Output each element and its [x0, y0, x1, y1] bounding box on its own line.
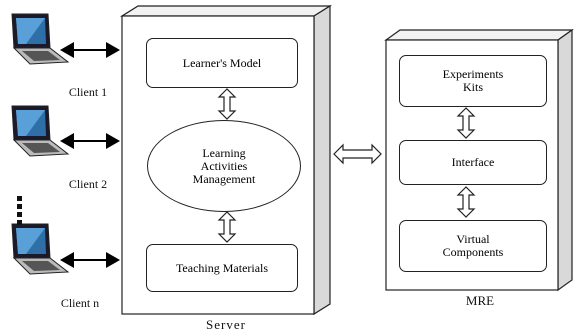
learning-activities-label: Learning Activities Management [192, 145, 256, 186]
laptop-icon [11, 105, 70, 157]
double-arrow-vertical [456, 107, 476, 139]
double-arrow-vertical [217, 88, 237, 120]
learning-activities-ellipse: Learning Activities Management [147, 120, 301, 212]
learners-model-box: Learner's Model [146, 38, 298, 88]
virtual-components-label: Virtual Components [442, 232, 504, 259]
teaching-materials-box: Teaching Materials [146, 244, 298, 292]
ellipsis-dots [17, 196, 22, 225]
experiments-kits-label: Experiments Kits [442, 67, 504, 94]
client-label: Client 1 [68, 85, 108, 99]
double-arrow-vertical [217, 211, 237, 243]
learners-model-label: Learner's Model [182, 55, 262, 70]
laptop-icon [11, 223, 70, 275]
interface-label: Interface [451, 155, 495, 169]
interface-box: Interface [399, 140, 547, 185]
laptop-icon [11, 13, 70, 65]
virtual-components-box: Virtual Components [399, 220, 547, 272]
server-label: Server [206, 317, 246, 332]
double-arrow-horizontal [333, 143, 382, 165]
double-arrow-vertical [456, 186, 476, 218]
client-label: Client n [60, 296, 100, 310]
teaching-materials-label: Teaching Materials [175, 260, 269, 275]
mre-label: MRE [465, 293, 495, 308]
experiments-kits-box: Experiments Kits [399, 55, 547, 107]
client-label: Client 2 [68, 177, 108, 191]
